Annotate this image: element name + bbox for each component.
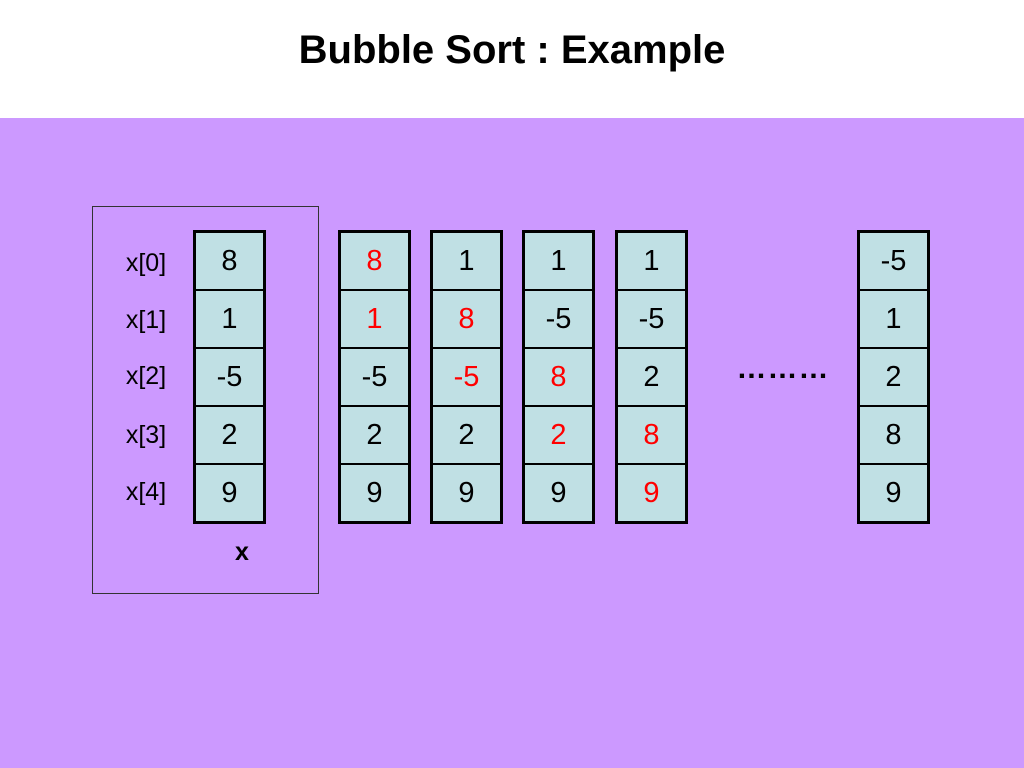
index-label-3: x[3] [125,421,167,449]
array-cell: 9 [618,463,685,521]
index-label-1: x[1] [125,306,167,334]
array-cell: 8 [433,289,500,347]
array-cell: -5 [341,347,408,405]
array-cell: -5 [618,289,685,347]
array-cell: 8 [860,405,927,463]
array-cell: -5 [196,347,263,405]
array-cell: 8 [221,245,238,277]
array-cell: 9 [525,463,592,521]
ellipsis: ……… [736,352,830,385]
array-cell: 1 [458,245,475,277]
array-cell: 1 [550,245,567,277]
array-cell: 1 [860,289,927,347]
array-cell: 2 [860,347,927,405]
array-cell: 9 [196,463,263,521]
slide-title: Bubble Sort : Example [298,28,726,72]
array-cell: 1 [196,289,263,347]
array-frame [92,206,319,594]
array-cell: -5 [433,347,500,405]
array-cell: 1 [341,289,408,347]
array-cell: 2 [196,405,263,463]
diagram-area [0,118,1024,768]
array-name-label: x [235,538,249,566]
array-cell: 1 [643,245,660,277]
array-cell: -5 [880,245,907,277]
array-cell: 9 [860,463,927,521]
array-cell: 8 [366,245,383,277]
array-cell: 2 [618,347,685,405]
array-cell: 2 [433,405,500,463]
index-label-4: x[4] [125,478,167,506]
array-cell: 8 [618,405,685,463]
array-cell: 2 [341,405,408,463]
array-cell: 9 [341,463,408,521]
array-cell: -5 [525,289,592,347]
array-cell: 2 [525,405,592,463]
index-label-2: x[2] [125,362,167,390]
index-label-0: x[0] [125,249,167,277]
array-cell: 9 [433,463,500,521]
array-cell: 8 [525,347,592,405]
